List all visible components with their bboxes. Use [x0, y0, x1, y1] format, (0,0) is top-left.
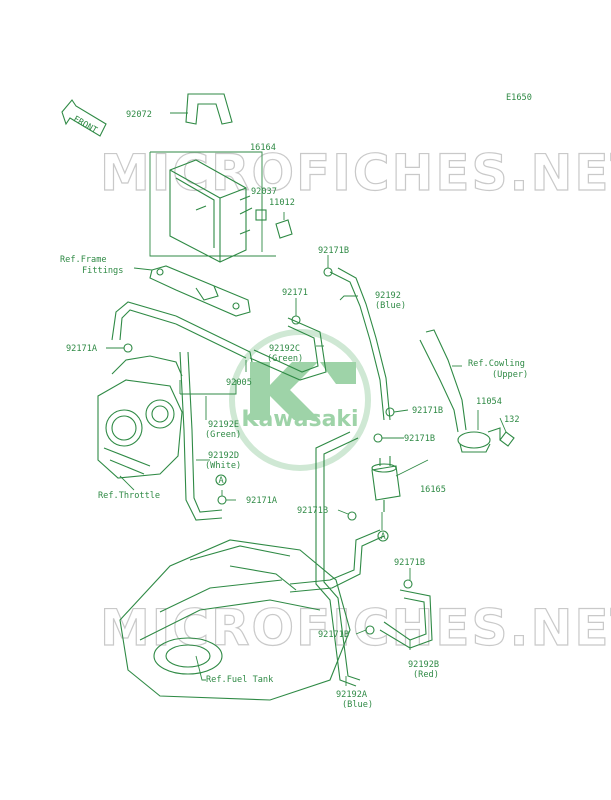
hose-92192e: [111, 301, 253, 363]
callout-92192a-color: (Blue): [342, 700, 373, 710]
hose-92192c: [249, 317, 327, 381]
callout-92192d-color: (White): [205, 461, 241, 471]
marker-a-1: A: [215, 474, 227, 486]
front-arrow-icon: FRONT: [61, 99, 107, 137]
callout-16165: 16165: [420, 485, 446, 495]
svg-text:A: A: [381, 532, 387, 542]
callout-92192b: 92192B: [408, 660, 439, 670]
marker-a-2: A: [377, 530, 389, 542]
hose-92192: [329, 267, 391, 421]
ref-throttle: Ref.Throttle: [98, 491, 160, 501]
svg-text:Kawasaki: Kawasaki: [241, 407, 358, 432]
callout-11054: 11054: [476, 397, 502, 407]
callout-92171a-1: 92171A: [66, 344, 98, 354]
hose-92192a: [315, 431, 361, 687]
callout-92005: 92005: [226, 378, 252, 388]
callout-92192d: 92192D: [208, 451, 239, 461]
callout-92037: 92037: [251, 187, 277, 197]
ref-fuel-tank: Ref.Fuel Tank: [206, 675, 274, 685]
callout-92192a: 92192A: [336, 690, 368, 700]
clamps: [123, 267, 413, 635]
callout-92171: 92171: [282, 288, 308, 298]
ref-frame-line1: Ref.Frame: [60, 255, 107, 265]
callout-92192e: 92192E: [208, 420, 239, 430]
callout-92171b-5: 92171B: [394, 558, 425, 568]
ref-frame-line2: Fittings: [82, 266, 123, 276]
callout-132: 132: [504, 415, 520, 425]
separator-16165: [371, 456, 401, 512]
callout-92192c: 92192C: [269, 344, 300, 354]
leader-lines: [106, 112, 507, 686]
callout-92171b-2: 92171B: [412, 406, 443, 416]
callout-92192b-color: (Red): [413, 670, 439, 680]
fitting-92037: [255, 209, 293, 239]
ref-cowling-line2: (Upper): [492, 370, 528, 380]
callout-92171b-1: 92171B: [318, 246, 349, 256]
watermark-bottom: MICROFICHES.NET: [100, 599, 611, 657]
cowling-hose: [419, 329, 515, 453]
ref-cowling-line1: Ref.Cowling: [468, 359, 525, 369]
throttle-body: [97, 355, 183, 479]
callout-11012: 11012: [269, 198, 295, 208]
svg-text:A: A: [219, 476, 225, 486]
callout-92171b-3: 92171B: [404, 434, 435, 444]
diagram-code: E1650: [506, 93, 532, 103]
callout-92192-color: (Blue): [375, 301, 406, 311]
callout-16164: 16164: [250, 143, 276, 153]
callout-92171a-2: 92171A: [246, 496, 278, 506]
canister-16164: [169, 93, 253, 263]
callout-92192: 92192: [375, 291, 401, 301]
callout-92072: 92072: [126, 110, 152, 120]
frame-bracket: [149, 265, 251, 317]
callout-92192e-color: (Green): [205, 430, 241, 440]
callout-92192c-color: (Green): [267, 354, 303, 364]
callout-92171b-4: 92171B: [297, 506, 328, 516]
callout-92171b-6: 92171B: [318, 630, 349, 640]
fuel-tank: [119, 539, 351, 701]
hose-92192b: [289, 529, 433, 649]
watermark-top: MICROFICHES.NET: [100, 144, 611, 202]
hose-92192d: [179, 351, 223, 521]
